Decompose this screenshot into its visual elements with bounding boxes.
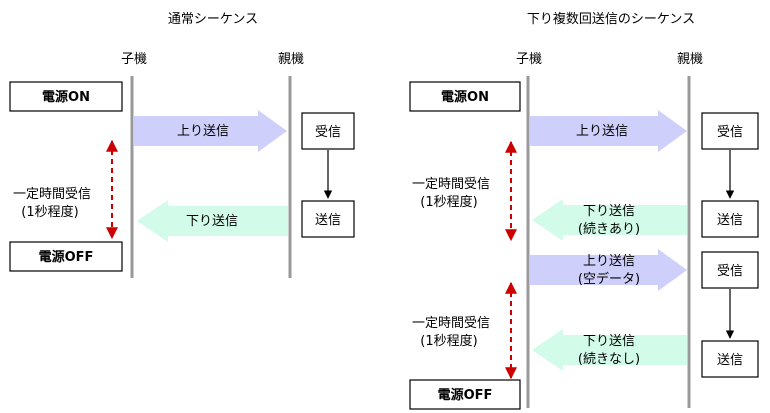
right-wait2-line2: (1秒程度) <box>420 333 477 349</box>
right-down1-line2: (続きあり) <box>578 222 640 237</box>
right-receive-label-1: 受信 <box>717 125 743 140</box>
right-up-send-arrow-1 <box>530 110 687 152</box>
left-receive-label: 受信 <box>315 125 341 140</box>
right-down-send-arrow-1 <box>532 199 687 241</box>
left-down-send-label: 下り送信 <box>186 214 238 229</box>
right-receive-label-2: 受信 <box>717 264 743 279</box>
left-wait-line2: (1秒程度) <box>21 204 78 220</box>
left-down-send-arrow <box>137 200 288 242</box>
right-receive-box-2 <box>701 251 759 289</box>
right-title: 下り複数回送信のシーケンス <box>527 11 695 27</box>
right-up-send-arrow-2 <box>530 249 687 291</box>
left-title: 通常シーケンス <box>168 12 258 27</box>
right-send-box-1 <box>701 200 759 238</box>
right-wait2-line1: 一定時間受信 <box>412 316 490 331</box>
right-send-label-1: 送信 <box>717 213 743 228</box>
right-parent-label: 親機 <box>677 52 703 67</box>
right-child-label: 子機 <box>516 52 542 67</box>
right-power-off-label: 電源OFF <box>438 387 493 403</box>
left-up-send-arrow <box>134 110 287 152</box>
right-power-on-box <box>409 81 521 112</box>
right-power-off-box <box>409 379 521 410</box>
right-up-send-label-1: 上り送信 <box>576 124 628 139</box>
right-power-on-label: 電源ON <box>441 89 489 105</box>
right-down-send-arrow-2 <box>532 329 687 371</box>
right-down2-line2: (続きなし) <box>578 352 640 367</box>
right-up2-line2: (空データ) <box>578 271 640 287</box>
right-wait1-line2: (1秒程度) <box>420 194 477 210</box>
right-down1-line1: 下り送信 <box>583 204 635 219</box>
left-power-off-box <box>9 241 123 272</box>
right-send-label-2: 送信 <box>717 353 743 368</box>
right-up2-line1: 上り送信 <box>583 254 635 269</box>
left-send-label: 送信 <box>315 213 341 228</box>
left-power-on-label: 電源ON <box>42 89 90 105</box>
left-receive-box <box>301 112 355 150</box>
left-send-box <box>301 200 355 238</box>
left-power-off-label: 電源OFF <box>39 249 94 265</box>
right-wait1-line1: 一定時間受信 <box>412 177 490 192</box>
left-wait-line1: 一定時間受信 <box>13 187 91 202</box>
left-up-send-label: 上り送信 <box>177 124 229 139</box>
right-receive-box-1 <box>701 112 759 150</box>
right-down2-line1: 下り送信 <box>583 334 635 349</box>
left-parent-label: 親機 <box>278 52 304 67</box>
left-child-label: 子機 <box>121 52 147 67</box>
right-send-box-2 <box>701 340 759 378</box>
left-power-on-box <box>9 81 123 112</box>
